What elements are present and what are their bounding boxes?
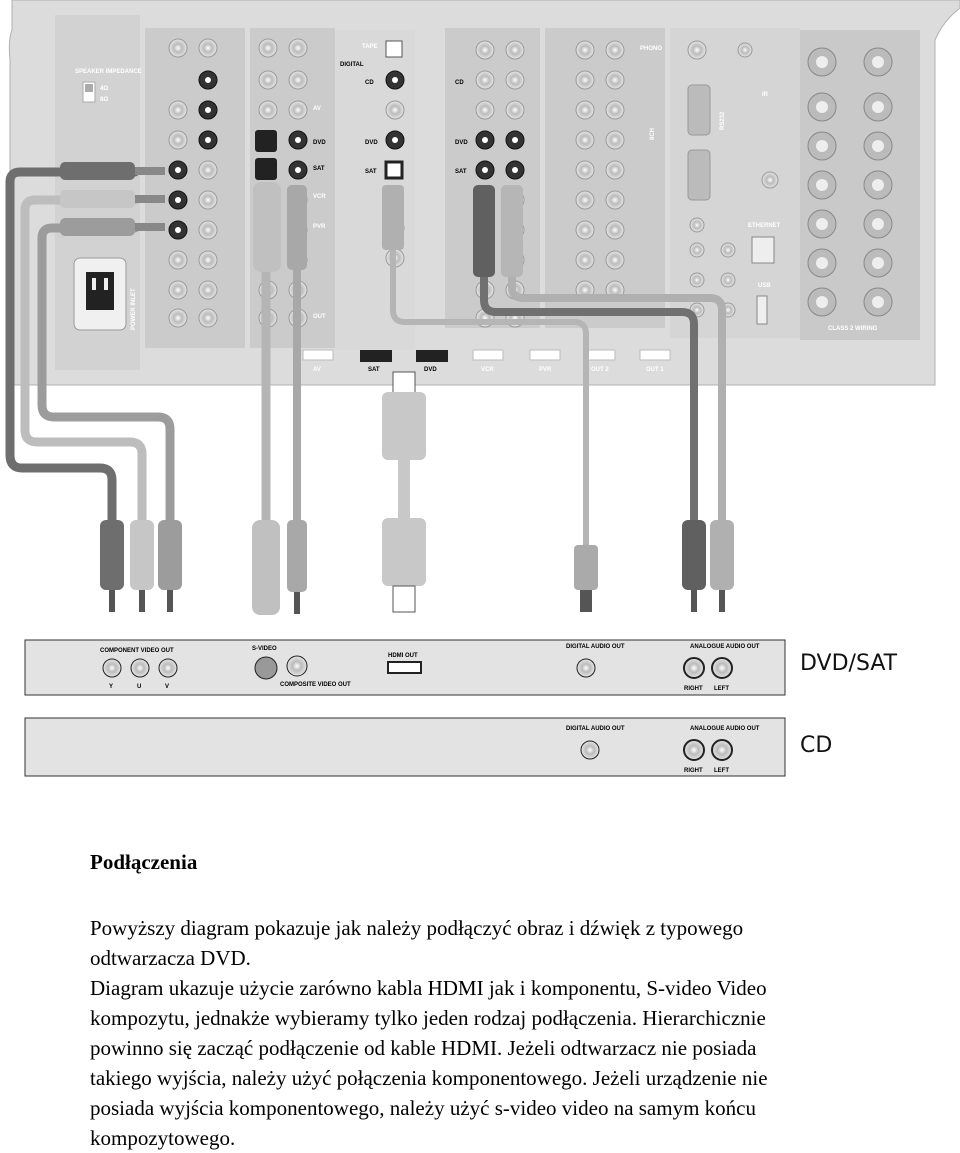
receiver-hdmi-ports: AV SAT DVD VCR PVR OUT 2 OUT 1 bbox=[302, 349, 671, 373]
description-section: Podłączenia Powyższy diagram pokazuje ja… bbox=[90, 850, 950, 1153]
receiver-plugs bbox=[60, 162, 523, 277]
usb-label: USB bbox=[758, 283, 771, 289]
component-video-out-label: COMPONENT VIDEO OUT bbox=[100, 648, 174, 654]
dvd-analog-audio-out-label: ANALOGUE AUDIO OUT bbox=[690, 644, 760, 650]
hdmi-av-label: AV bbox=[313, 367, 321, 373]
paragraph-line: kompozytu, jednakże wybieramy tylko jede… bbox=[90, 1006, 766, 1030]
hdmi-out-label: HDMI OUT bbox=[388, 653, 418, 659]
composite-label: COMPOSITE VIDEO OUT bbox=[280, 682, 351, 688]
cd-left-label: LEFT bbox=[714, 768, 729, 774]
imp-8-label: 8Ω bbox=[100, 97, 108, 103]
ethernet-label: ETHERNET bbox=[748, 223, 781, 229]
class-wiring-label: CLASS 2 WIRING bbox=[828, 326, 878, 332]
av-label: AV bbox=[313, 106, 321, 112]
cd-digital-audio-out-label: DIGITAL AUDIO OUT bbox=[566, 726, 625, 732]
dvd-digital-label: DVD bbox=[365, 140, 378, 146]
svideo-label: S-VIDEO bbox=[252, 646, 277, 652]
hdmi-out1-label: OUT 1 bbox=[646, 367, 664, 373]
hdmi-pvr-label: PVR bbox=[539, 367, 552, 373]
cables bbox=[5, 167, 726, 548]
sat-digital-label: SAT bbox=[365, 169, 377, 175]
digital-label: DIGITAL bbox=[340, 62, 364, 68]
dvd-sat-device: COMPONENT VIDEO OUT Y U V S-VIDEO COMPOS… bbox=[24, 639, 898, 696]
dvd-sat-label: DVD/SAT bbox=[800, 651, 898, 676]
cd-device: DIGITAL AUDIO OUT ANALOGUE AUDIO OUT RIG… bbox=[24, 717, 832, 777]
8ch-label: 8CH bbox=[650, 128, 656, 140]
device-plugs bbox=[100, 520, 734, 615]
vcr-label: VCR bbox=[313, 194, 326, 200]
phono-label: PHONO bbox=[640, 46, 662, 52]
connection-diagram: SPEAKER IMPEDANCE 4Ω 8Ω POWER INLET DIGI… bbox=[5, 0, 960, 777]
sat-video-label: SAT bbox=[313, 166, 325, 172]
dvd-right-label: RIGHT bbox=[684, 686, 703, 692]
hdmi-out2-label: OUT 2 bbox=[591, 367, 609, 373]
speaker-impedance-label: SPEAKER IMPEDANCE bbox=[75, 69, 142, 75]
section-heading: Podłączenia bbox=[90, 850, 198, 874]
dvd-video-label: DVD bbox=[313, 140, 326, 146]
rs232-label: RS232 bbox=[720, 111, 726, 130]
hdmi-dvd-label: DVD bbox=[424, 367, 437, 373]
v-label: V bbox=[165, 684, 169, 690]
cd-right-label: RIGHT bbox=[684, 768, 703, 774]
power-inlet-label: POWER INLET bbox=[131, 288, 137, 330]
paragraph-line: odtwarzacza DVD. bbox=[90, 946, 251, 970]
hdmi-vcr-label: VCR bbox=[481, 367, 494, 373]
paragraph-line: Diagram ukazuje użycie zarówno kabla HDM… bbox=[90, 976, 767, 1000]
paragraph-line: posiada wyjścia komponentowego, należy u… bbox=[90, 1096, 756, 1120]
paragraph-line: takiego wyjścia, należy użyć połączenia … bbox=[90, 1066, 768, 1090]
sat-analog-label: SAT bbox=[455, 169, 467, 175]
u-label: U bbox=[137, 684, 141, 690]
speaker-terminals bbox=[807, 47, 893, 317]
cd-analog-label: CD bbox=[455, 80, 464, 86]
hdmi-sat-label: SAT bbox=[368, 367, 380, 373]
tape-label: TAPE bbox=[362, 44, 378, 50]
dvd-analog-label: DVD bbox=[455, 140, 468, 146]
out-label: OUT bbox=[313, 314, 326, 320]
pvr-label: PVR bbox=[313, 224, 326, 230]
hdmi-cable bbox=[382, 371, 426, 613]
cd-analog-audio-out-label: ANALOGUE AUDIO OUT bbox=[690, 726, 760, 732]
dvd-left-label: LEFT bbox=[714, 686, 729, 692]
paragraph-line: kompozytowego. bbox=[90, 1126, 236, 1150]
paragraph-line: Powyższy diagram pokazuje jak należy pod… bbox=[90, 916, 744, 940]
cd-digital-label: CD bbox=[365, 80, 374, 86]
dvd-digital-audio-out-label: DIGITAL AUDIO OUT bbox=[566, 644, 625, 650]
y-label: Y bbox=[109, 684, 113, 690]
imp-4-label: 4Ω bbox=[100, 86, 108, 92]
paragraph-line: powinno się zacząć podłączenie od kable … bbox=[90, 1036, 757, 1060]
cd-label: CD bbox=[800, 733, 832, 758]
ir-label: IR bbox=[762, 92, 769, 98]
